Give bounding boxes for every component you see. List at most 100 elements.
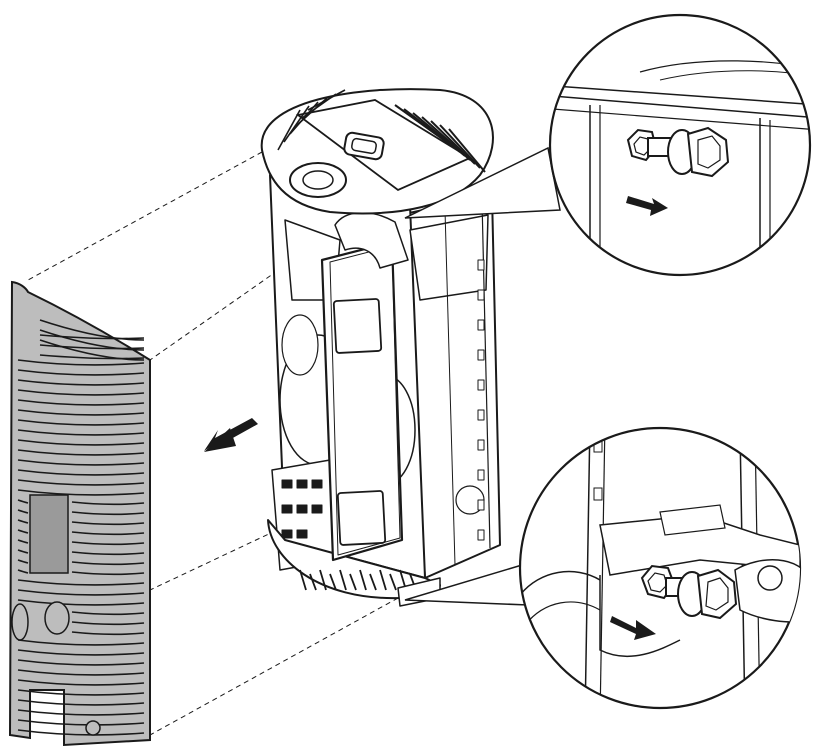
stove-fitting bbox=[477, 439, 485, 451]
base-vent-slot bbox=[389, 573, 397, 591]
panel-slot bbox=[17, 509, 29, 514]
panel-slot bbox=[17, 549, 29, 554]
panel-slot bbox=[39, 344, 145, 350]
panel-slot bbox=[71, 621, 145, 626]
panel-slot bbox=[17, 449, 145, 456]
stove-fittings bbox=[477, 259, 485, 541]
panel-slot bbox=[71, 511, 145, 516]
stove-fitting bbox=[477, 469, 485, 481]
top-lid-handle-inner bbox=[351, 137, 377, 155]
base-vent-slot bbox=[319, 569, 327, 591]
panel-slot bbox=[17, 529, 29, 534]
panel-slot bbox=[71, 611, 145, 616]
panel-slot bbox=[17, 519, 29, 524]
panel-slot bbox=[17, 489, 145, 496]
stove-base-vents bbox=[299, 569, 417, 591]
panel-slot bbox=[39, 354, 145, 360]
detail-callout-top bbox=[548, 13, 812, 277]
stove-fitting bbox=[477, 319, 485, 331]
panel-slot bbox=[39, 339, 145, 361]
top-lid-vent-slot bbox=[448, 128, 486, 173]
panel-slot bbox=[39, 334, 145, 340]
side-panel-slots bbox=[17, 319, 145, 736]
stove-board-components bbox=[281, 479, 323, 539]
guide-line-bottom-right bbox=[149, 597, 399, 736]
panel-slot bbox=[17, 689, 145, 696]
panel-slot bbox=[17, 699, 145, 706]
side-panel-vent-round bbox=[44, 601, 70, 635]
panel-slot bbox=[17, 719, 145, 726]
stove-motor bbox=[281, 314, 319, 376]
stove-fitting bbox=[477, 529, 485, 541]
top-lid-vents bbox=[277, 89, 486, 173]
side-panel-vent-left bbox=[11, 603, 29, 641]
stove-fitting bbox=[477, 289, 485, 301]
top-lid-vent-slot bbox=[430, 120, 476, 165]
stove-fitting bbox=[477, 499, 485, 511]
base-vent-slot bbox=[369, 573, 377, 591]
stove-fitting bbox=[477, 379, 485, 391]
board-component bbox=[296, 504, 308, 514]
panel-slot bbox=[17, 539, 29, 544]
panel-slot bbox=[17, 669, 145, 676]
panel-slot bbox=[17, 659, 145, 666]
panel-slot bbox=[17, 599, 145, 606]
panel-slot bbox=[17, 559, 29, 564]
base-vent-slot bbox=[379, 569, 387, 591]
board-component bbox=[281, 529, 293, 539]
panel-slot bbox=[17, 569, 29, 574]
panel-slot bbox=[17, 649, 145, 656]
top-lid-flue-opening bbox=[302, 170, 334, 190]
top-lid-vent-slot bbox=[439, 124, 481, 169]
panel-slot bbox=[71, 531, 145, 536]
side-panel-window bbox=[29, 494, 69, 574]
stove-edge bbox=[444, 209, 456, 566]
panel-slot bbox=[17, 369, 145, 376]
panel-slot bbox=[71, 631, 145, 636]
panel-slot bbox=[17, 409, 145, 416]
panel-slot bbox=[17, 419, 145, 426]
arrow-icon bbox=[626, 196, 668, 216]
panel-slot bbox=[17, 729, 145, 736]
top-lid-vent-slot bbox=[421, 116, 471, 161]
panel-slot bbox=[17, 679, 145, 686]
base-vent-slot bbox=[309, 573, 317, 591]
panel-slot bbox=[71, 561, 145, 566]
panel-slot bbox=[71, 571, 145, 576]
board-component bbox=[281, 504, 293, 514]
board-component bbox=[311, 504, 323, 514]
panel-slot bbox=[17, 429, 145, 436]
panel-slot bbox=[17, 389, 145, 396]
base-vent-slot bbox=[299, 569, 307, 591]
panel-slot bbox=[17, 639, 145, 646]
panel-slot bbox=[17, 479, 145, 486]
board-component bbox=[311, 479, 323, 489]
panel-slot bbox=[39, 329, 145, 351]
side-panel-screw-hole bbox=[85, 720, 101, 736]
base-vent-slot bbox=[329, 573, 337, 591]
panel-slot bbox=[17, 459, 145, 466]
side-panel bbox=[8, 280, 151, 747]
panel-slot bbox=[71, 501, 145, 506]
base-vent-slot bbox=[359, 569, 367, 591]
detail-callout-bottom bbox=[518, 426, 802, 710]
board-component bbox=[281, 479, 293, 489]
stove-top-lid bbox=[260, 88, 494, 215]
top-lid-vent-slot bbox=[277, 109, 301, 151]
panel-slot bbox=[17, 589, 145, 596]
panel-slot bbox=[71, 551, 145, 556]
stove-fitting bbox=[477, 409, 485, 421]
arrow-icon bbox=[610, 616, 656, 640]
stove-edge bbox=[481, 199, 491, 549]
stove-fitting bbox=[477, 349, 485, 361]
board-component bbox=[296, 529, 308, 539]
stove-fitting bbox=[477, 259, 485, 271]
stove-inspection-plate-bottom bbox=[336, 490, 387, 546]
base-vent-slot bbox=[349, 573, 357, 591]
top-lid-vent-slot bbox=[307, 89, 346, 111]
panel-slot bbox=[17, 469, 145, 476]
panel-slot bbox=[71, 521, 145, 526]
arrow-icon bbox=[204, 418, 258, 452]
panel-slot bbox=[17, 399, 145, 406]
